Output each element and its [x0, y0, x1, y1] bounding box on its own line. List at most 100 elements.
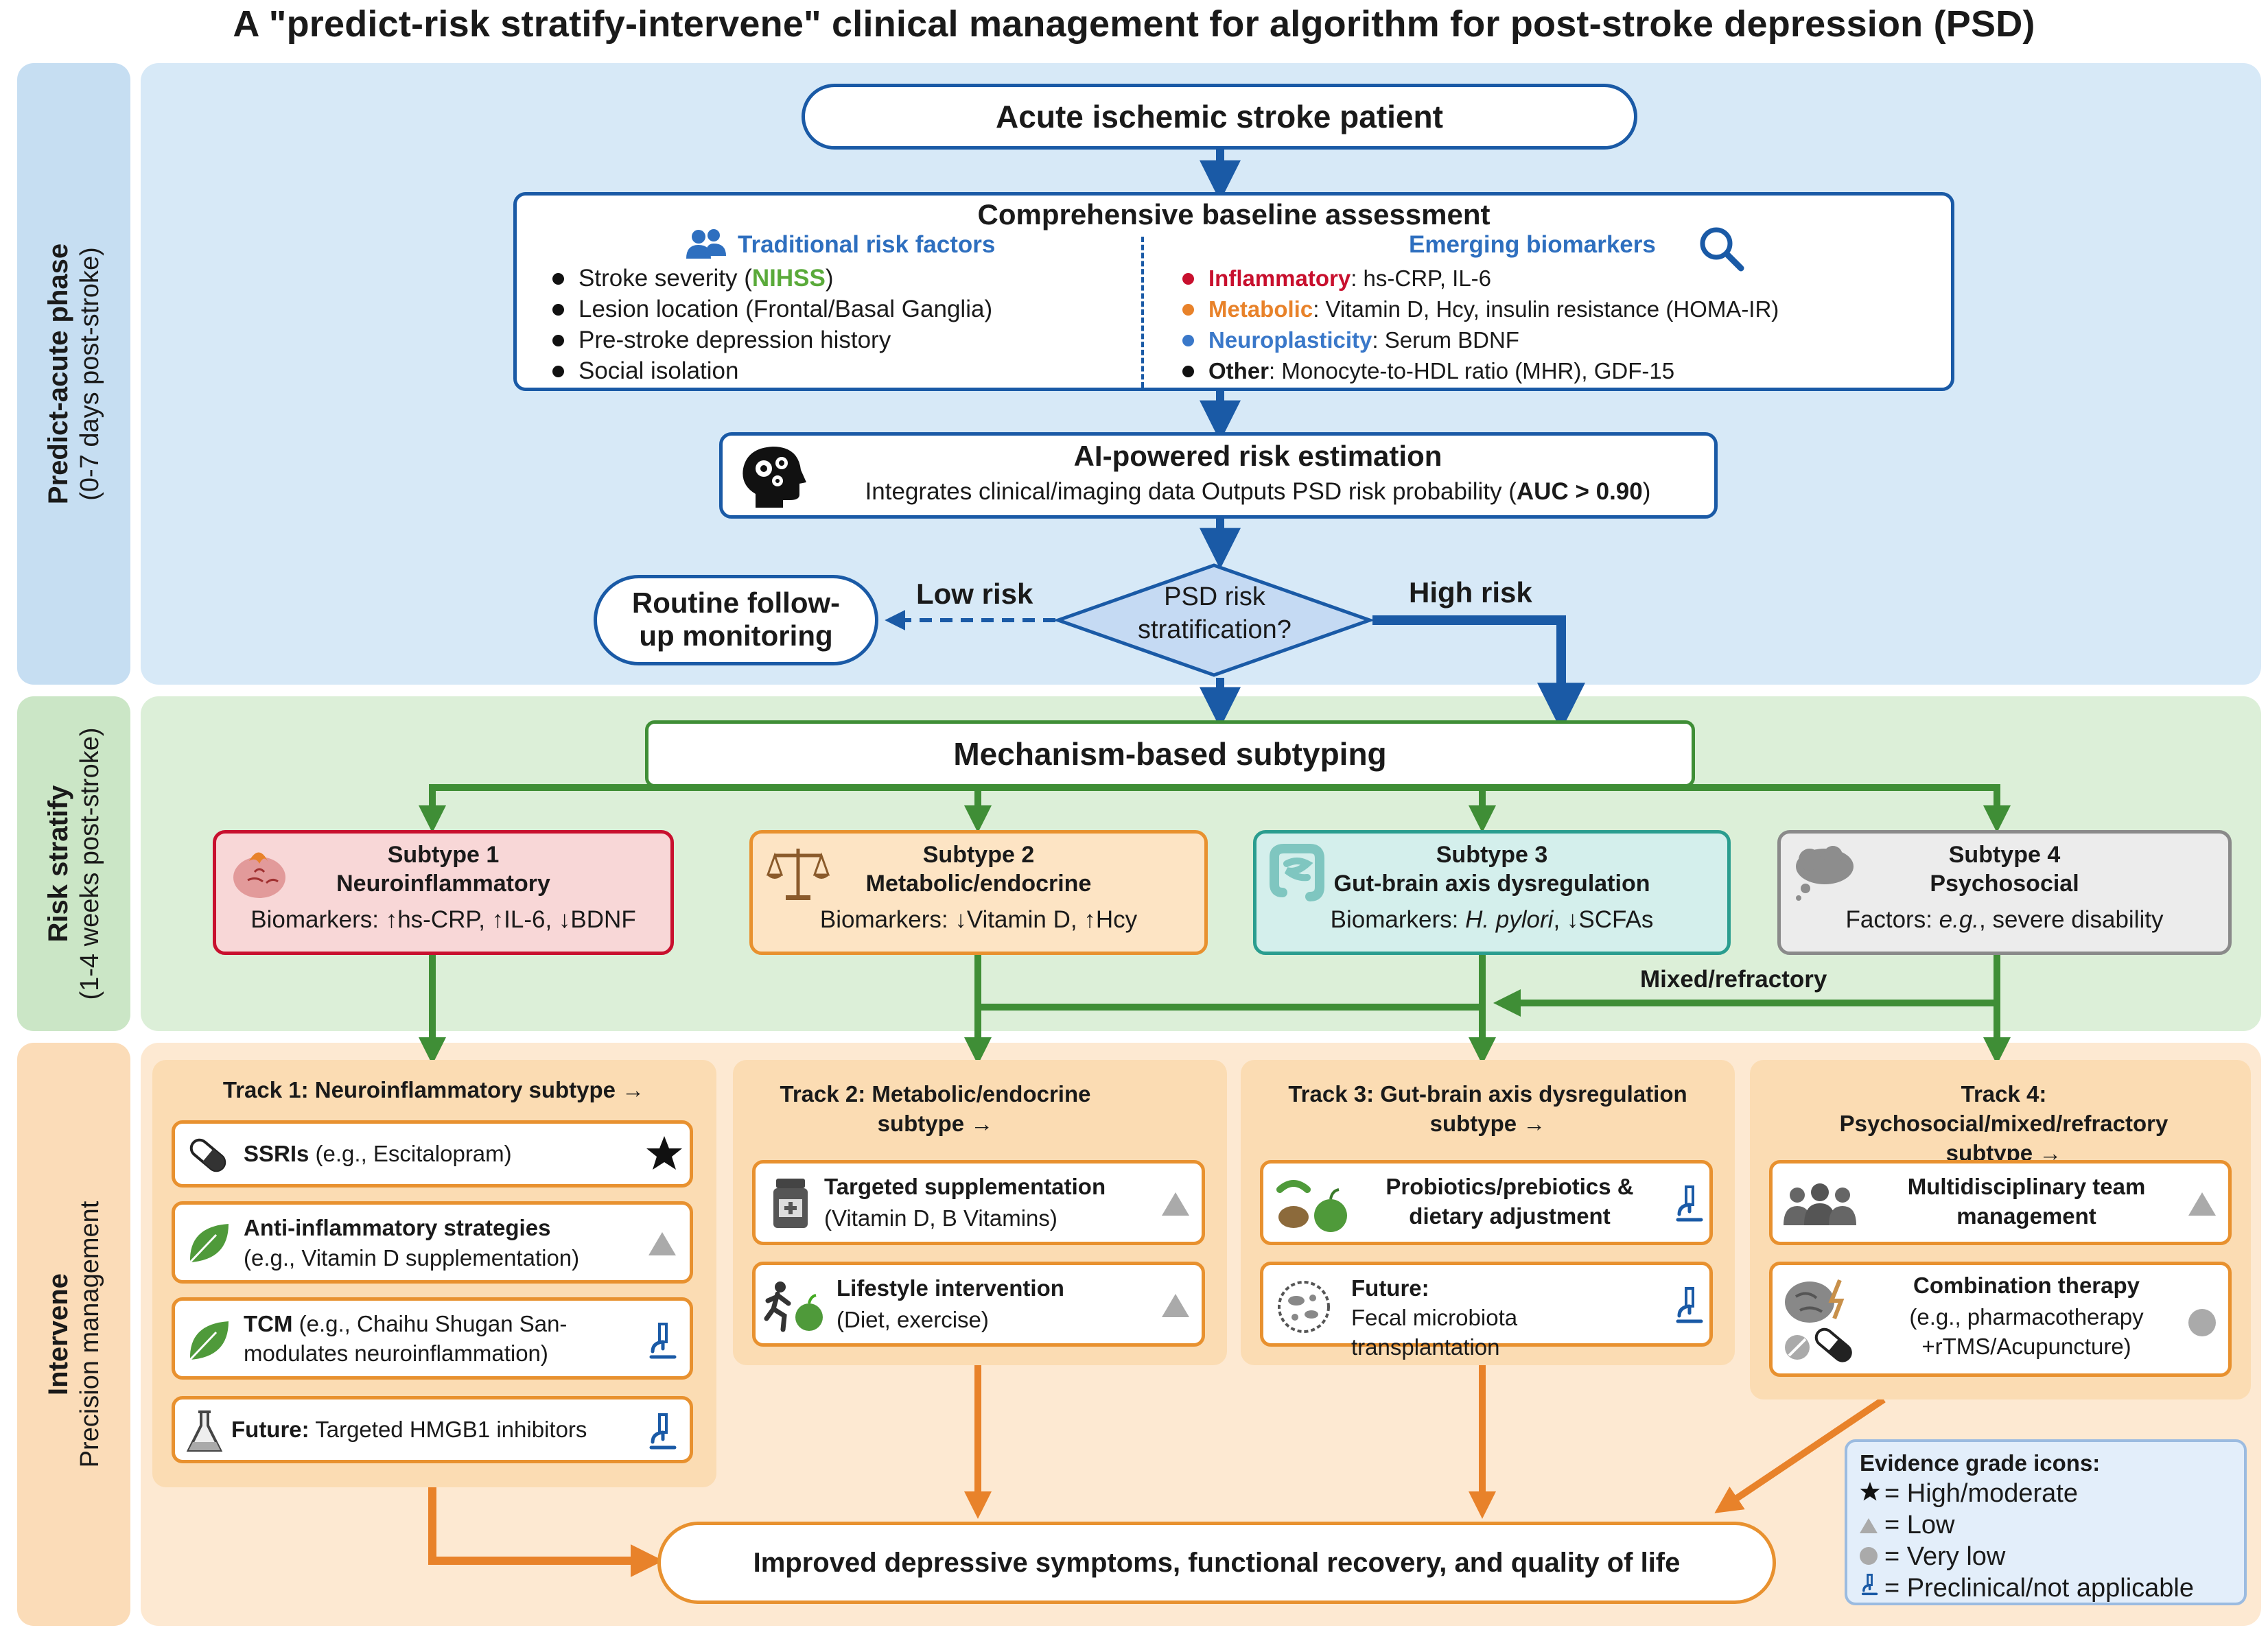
routine-monitoring-node: Routine follow-up monitoring [594, 575, 878, 665]
item-rest: (Diet, exercise) [837, 1307, 989, 1332]
track-1-item-4: Future: Targeted HMGB1 inhibitors [172, 1396, 693, 1463]
intestine-icon [1266, 843, 1328, 902]
subtype-title: Subtype 4 [1948, 842, 2061, 868]
track-title: Track 2: Metabolic/endocrine subtype → [780, 1081, 1091, 1136]
ai-title: AI-powered risk estimation [1073, 440, 1442, 472]
legend-label: = High/moderate [1884, 1479, 2078, 1508]
microscope-icon [1860, 1572, 1884, 1604]
subtype-title: Subtype 3 [1436, 842, 1548, 868]
subtype-name: Gut-brain axis dysregulation [1333, 871, 1650, 897]
brain-pill-icon [1779, 1276, 1862, 1371]
track-4-item-2: Combination therapy (e.g., pharmacothera… [1769, 1262, 2232, 1377]
triangle-icon [1860, 1509, 1884, 1541]
mixed-refractory-label: Mixed/refractory [1640, 966, 1827, 993]
page-title: A "predict-risk stratify-intervene" clin… [233, 3, 2035, 45]
team-icon [1782, 1183, 1858, 1230]
subtyping-bar: Mechanism-based subtyping [645, 720, 1695, 788]
item-bold: Future: [1351, 1275, 1429, 1301]
item-bold: TCM [244, 1311, 293, 1336]
microscope-icon [646, 1321, 679, 1365]
track-3-item-1: Probiotics/prebiotics & dietary adjustme… [1260, 1160, 1713, 1245]
phase-label-stratify: Risk stratify(1-4 weeks post-stroke) [17, 696, 130, 1031]
microscope-icon [1672, 1286, 1705, 1329]
list-item: Lesion location (Frontal/Basal Ganglia) [552, 294, 992, 324]
start-node: Acute ischemic stroke patient [802, 84, 1637, 150]
list-item: Neuroplasticity: Serum BDNF [1182, 324, 1779, 355]
item-rest: Targeted HMGB1 inhibitors [309, 1417, 587, 1442]
capsule-icon [186, 1135, 230, 1179]
item-bold: Multidisciplinary team management [1907, 1174, 2146, 1229]
item-rest: (e.g., Vitamin D supplementation) [244, 1245, 580, 1271]
item-bold: Future: [231, 1417, 309, 1442]
subtype-4-box: Subtype 4 Psychosocial Factors: e.g., se… [1777, 830, 2232, 955]
item-bold: Targeted supplementation [824, 1174, 1106, 1199]
track-2-item-2: Lifestyle intervention (Diet, exercise) [752, 1262, 1205, 1347]
triangle-icon [2188, 1192, 2216, 1216]
legend-row: = Very low [1860, 1541, 2232, 1572]
track-1-item-3: TCM (e.g., Chaihu Shugan San-modulates n… [172, 1297, 693, 1380]
baseline-title: Comprehensive baseline assessment [977, 198, 1490, 231]
subtype-1-box: Subtype 1 Neuroinflammatory Biomarkers: … [213, 830, 674, 955]
subtype-name: Neuroinflammatory [336, 871, 550, 897]
track-1-item-1: SSRIs (e.g., Escitalopram) [172, 1120, 693, 1188]
high-risk-label: High risk [1409, 576, 1532, 609]
decision-text: PSD risk stratification? [1138, 582, 1291, 644]
list-item: Other: Monocyte-to-HDL ratio (MHR), GDF-… [1182, 355, 1779, 386]
circle-icon [1860, 1541, 1884, 1572]
low-risk-label: Low risk [916, 578, 1033, 610]
item-rest: (Vitamin D, B Vitamins) [824, 1205, 1057, 1231]
arrow-track1-outcome [428, 1487, 664, 1577]
list-item: Metabolic: Vitamin D, Hcy, insulin resis… [1182, 294, 1779, 324]
triangle-icon [1162, 1192, 1189, 1216]
track-title: Track 1: Neuroinflammatory subtype → [222, 1077, 645, 1102]
legend-label: = Preclinical/not applicable [1884, 1574, 2194, 1603]
legend-label: = Very low [1884, 1542, 2006, 1571]
circle-icon [2188, 1309, 2216, 1336]
triangle-icon [1162, 1294, 1189, 1317]
magnifier-icon [1697, 224, 1746, 274]
subtype-biomarkers: Biomarkers: ↓Vitamin D, ↑Hcy [819, 906, 1138, 933]
subtype-biomarkers: Biomarkers: ↑hs-CRP, ↑IL-6, ↓BDNF [250, 906, 636, 933]
legend-row: = Low [1860, 1509, 2232, 1541]
decision-diamond [1055, 563, 1372, 677]
subtype-3-box: Subtype 3 Gut-brain axis dysregulation B… [1253, 830, 1731, 955]
list-item: Stroke severity (NIHSS) [552, 263, 992, 294]
traditional-list: Stroke severity (NIHSS) Lesion location … [552, 263, 992, 386]
list-item: Pre-stroke depression history [552, 324, 992, 355]
item-bold: SSRIs [244, 1141, 309, 1166]
subtype-name: Metabolic/endocrine [865, 871, 1092, 897]
legend-label: = Low [1884, 1511, 1955, 1539]
list-item: Inflammatory: hs-CRP, IL-6 [1182, 263, 1779, 294]
flask-icon [186, 1409, 223, 1458]
runner-apple-icon [764, 1280, 826, 1338]
evidence-legend: Evidence grade icons: = High/moderate = … [1845, 1439, 2247, 1605]
microscope-icon [1672, 1184, 1705, 1227]
leaf-icon [186, 1317, 231, 1367]
thought-cloud-icon [1792, 846, 1858, 902]
star-icon [646, 1135, 683, 1175]
item-rest: (e.g., Escitalopram) [309, 1141, 512, 1166]
track-4-item-1: Multidisciplinary team management [1769, 1160, 2232, 1245]
legend-title: Evidence grade icons: [1860, 1450, 2101, 1476]
track-2-item-1: Targeted supplementation (Vitamin D, B V… [752, 1160, 1205, 1245]
track-4-panel: Track 4: Psychosocial/mixed/refractory s… [1750, 1060, 2251, 1399]
item-bold: Probiotics/prebiotics & dietary adjustme… [1386, 1174, 1634, 1229]
microscope-icon [646, 1412, 679, 1455]
track-title: Track 4: Psychosocial/mixed/refractory s… [1839, 1081, 2168, 1166]
subtype-title: Subtype 1 [387, 842, 500, 868]
item-bold: Combination therapy [1913, 1273, 2140, 1298]
star-icon [1860, 1478, 1884, 1509]
track-3-item-2: Future: Fecal microbiota transplantation [1260, 1262, 1713, 1360]
traditional-title: Traditional risk factors [738, 231, 996, 258]
emerging-list: Inflammatory: hs-CRP, IL-6 Metabolic: Vi… [1182, 263, 1779, 386]
subtype-title: Subtype 2 [922, 842, 1035, 868]
arrow-track4-outcome [1714, 1396, 1886, 1513]
column-divider [1141, 237, 1144, 388]
balance-scale-icon [765, 843, 831, 902]
inflamed-brain-icon [229, 842, 290, 903]
subtype-biomarkers: Biomarkers: H. pylori, ↓SCFAs [1330, 906, 1654, 933]
people-icon [685, 228, 727, 260]
triangle-icon [648, 1232, 676, 1255]
probiotics-icon [1273, 1177, 1353, 1238]
